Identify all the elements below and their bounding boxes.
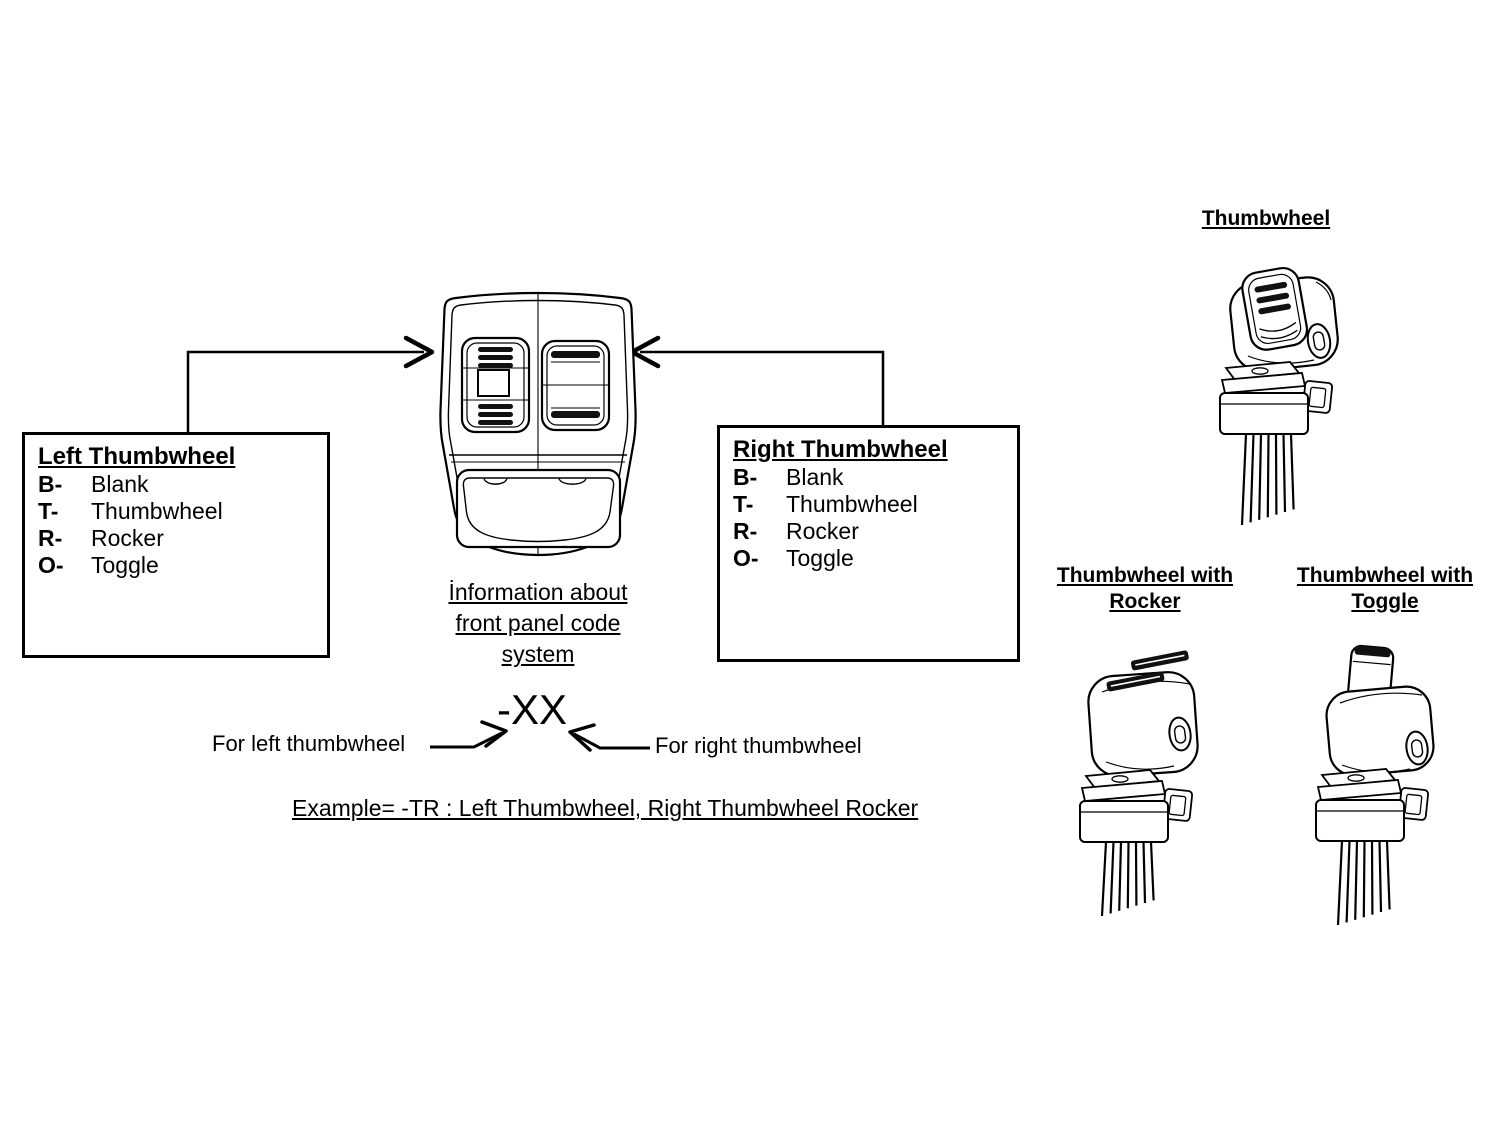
for-left-thumbwheel-label: For left thumbwheel bbox=[212, 731, 406, 756]
thumbwheel-toggle-drawing bbox=[1315, 644, 1435, 926]
caption-line: İnformation about bbox=[448, 579, 628, 605]
for-right-thumbwheel-label: For right thumbwheel bbox=[655, 733, 862, 758]
label-line: Toggle bbox=[1351, 590, 1419, 613]
caption-line: system bbox=[501, 641, 575, 667]
option-row: B- Blank bbox=[38, 471, 327, 498]
panel-lower-aperture bbox=[455, 468, 622, 549]
option-code: B- bbox=[733, 464, 758, 490]
right-thumbwheel-options-box: Right Thumbwheel B- Blank T- Thumbwheel … bbox=[717, 425, 1020, 662]
pins bbox=[1100, 841, 1155, 917]
option-row: O- Toggle bbox=[38, 552, 327, 579]
front-panel-caption: İnformation about front panel code syste… bbox=[425, 577, 651, 670]
code-left-arrow bbox=[430, 720, 508, 749]
option-code: T- bbox=[733, 491, 754, 517]
side-oval bbox=[1405, 730, 1429, 766]
side-oval bbox=[1168, 716, 1192, 752]
option-row: R- Rocker bbox=[733, 518, 1017, 545]
option-label: Rocker bbox=[786, 518, 859, 544]
option-row: O- Toggle bbox=[733, 545, 1017, 572]
option-label: Blank bbox=[786, 464, 844, 490]
pins bbox=[1240, 433, 1295, 526]
option-code: O- bbox=[733, 545, 759, 571]
option-label: Toggle bbox=[786, 545, 854, 571]
left-box-title: Left Thumbwheel bbox=[38, 443, 236, 470]
right-connector-arrow bbox=[629, 335, 885, 425]
left-connector-arrow bbox=[186, 335, 435, 432]
left-thumbwheel-options-box: Left Thumbwheel B- Blank T- Thumbwheel R… bbox=[22, 432, 330, 658]
wheel-center-square bbox=[477, 369, 510, 397]
option-code: R- bbox=[733, 518, 758, 544]
thumbwheel-label: Thumbwheel bbox=[1186, 206, 1346, 232]
option-row: T- Thumbwheel bbox=[733, 491, 1017, 518]
thumbwheel-rocker-drawing bbox=[1079, 650, 1199, 917]
option-row: T- Thumbwheel bbox=[38, 498, 327, 525]
option-code: R- bbox=[38, 525, 63, 551]
rocker-ribs bbox=[1106, 650, 1189, 692]
thumbwheel-with-toggle-label: Thumbwheel with Toggle bbox=[1285, 563, 1485, 615]
pins bbox=[1336, 840, 1391, 926]
option-label: Thumbwheel bbox=[91, 498, 223, 524]
option-label: Thumbwheel bbox=[786, 491, 918, 517]
right-box-title: Right Thumbwheel bbox=[733, 436, 948, 463]
label-line: Thumbwheel with bbox=[1296, 564, 1474, 587]
caption-line: front panel code bbox=[455, 610, 621, 636]
side-oval bbox=[1306, 323, 1332, 359]
option-row: R- Rocker bbox=[38, 525, 327, 552]
front-panel-drawing bbox=[439, 291, 637, 557]
code-example-text: Example= -TR : Left Thumbwheel, Right Th… bbox=[292, 795, 919, 821]
thumbwheel-label-text: Thumbwheel bbox=[1201, 207, 1331, 230]
label-line: Thumbwheel with bbox=[1056, 564, 1234, 587]
option-code: T- bbox=[38, 498, 59, 524]
code-right-arrow bbox=[568, 723, 650, 752]
option-row: B- Blank bbox=[733, 464, 1017, 491]
panel-left-thumbwheel-recess bbox=[460, 336, 531, 434]
thumbwheel-drawing bbox=[1219, 266, 1339, 526]
option-label: Blank bbox=[91, 471, 149, 497]
panel-code-placeholder: -XX bbox=[496, 686, 567, 733]
thumbwheel-with-rocker-label: Thumbwheel with Rocker bbox=[1045, 563, 1245, 615]
panel-right-recess bbox=[540, 339, 611, 432]
option-label: Rocker bbox=[91, 525, 164, 551]
thumbwheel-wheel bbox=[1241, 266, 1309, 351]
option-code: B- bbox=[38, 471, 63, 497]
label-line: Rocker bbox=[1109, 590, 1181, 613]
option-label: Toggle bbox=[91, 552, 159, 578]
option-code: O- bbox=[38, 552, 64, 578]
